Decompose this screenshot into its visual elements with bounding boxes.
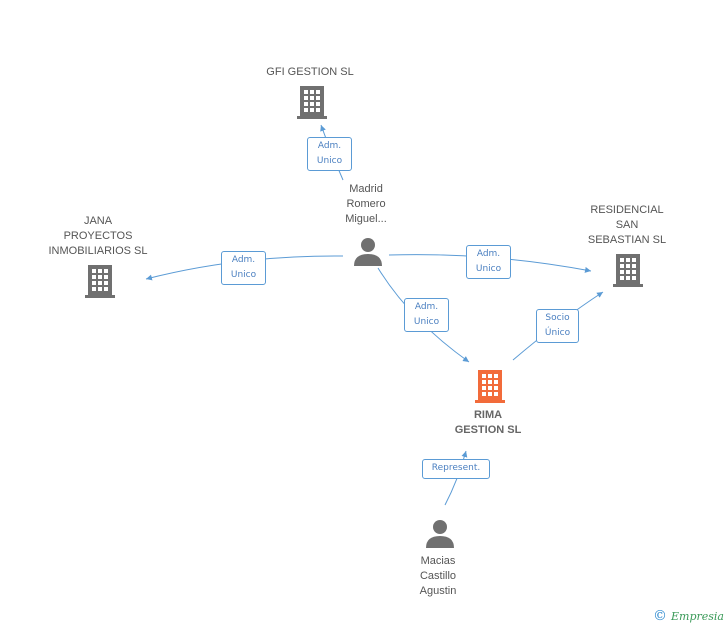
- copyright-icon: ©: [653, 608, 667, 624]
- jana-line2: PROYECTOS: [63, 230, 133, 242]
- gfi-name: GFI GESTION SL: [266, 66, 354, 78]
- edge-label-madrid-jana: Adm. Unico: [221, 251, 266, 285]
- residencial-line2: SAN: [615, 219, 639, 231]
- node-rima-label[interactable]: RIMA GESTION SL: [436, 408, 540, 438]
- building-icon[interactable]: [474, 368, 506, 404]
- residencial-line3: SEBASTIAN SL: [587, 234, 667, 246]
- madrid-line1: Madrid: [349, 183, 383, 195]
- jana-line1: JANA: [83, 215, 113, 227]
- rima-line2: GESTION SL: [454, 424, 522, 436]
- madrid-line2: Romero: [346, 198, 386, 210]
- edge-label-rima-residencial: Socio Único: [536, 309, 579, 343]
- node-residencial-label[interactable]: RESIDENCIAL SAN SEBASTIAN SL: [568, 203, 686, 248]
- madrid-line3: Miguel...: [345, 213, 387, 225]
- node-gfi-label[interactable]: GFI GESTION SL: [250, 65, 370, 80]
- edge-label-macias-rima: Represent.: [422, 459, 490, 479]
- person-icon[interactable]: [424, 518, 456, 550]
- building-icon[interactable]: [296, 84, 328, 120]
- node-macias-label[interactable]: Macias Castillo Agustin: [398, 554, 478, 599]
- building-icon[interactable]: [612, 252, 644, 288]
- macias-line3: Agustin: [419, 585, 457, 597]
- brand-name: Empresia: [671, 610, 724, 623]
- jana-line3: INMOBILIARIOS SL: [48, 245, 148, 257]
- building-icon[interactable]: [84, 263, 116, 299]
- person-icon[interactable]: [352, 236, 384, 268]
- edge-macias-rima: [444, 450, 468, 506]
- rima-line1: RIMA: [473, 409, 503, 421]
- edge-label-madrid-gfi: Adm. Unico: [307, 137, 352, 171]
- macias-line2: Castillo: [419, 570, 457, 582]
- edge-label-madrid-rima: Adm. Unico: [404, 298, 449, 332]
- node-madrid-label[interactable]: Madrid Romero Miguel...: [326, 182, 406, 227]
- macias-line1: Macias: [420, 555, 456, 567]
- brand-footer[interactable]: © Empresia: [653, 608, 724, 624]
- node-jana-label[interactable]: JANA PROYECTOS INMOBILIARIOS SL: [38, 214, 158, 259]
- edge-label-madrid-residencial: Adm. Unico: [466, 245, 511, 279]
- residencial-line1: RESIDENCIAL: [590, 204, 664, 216]
